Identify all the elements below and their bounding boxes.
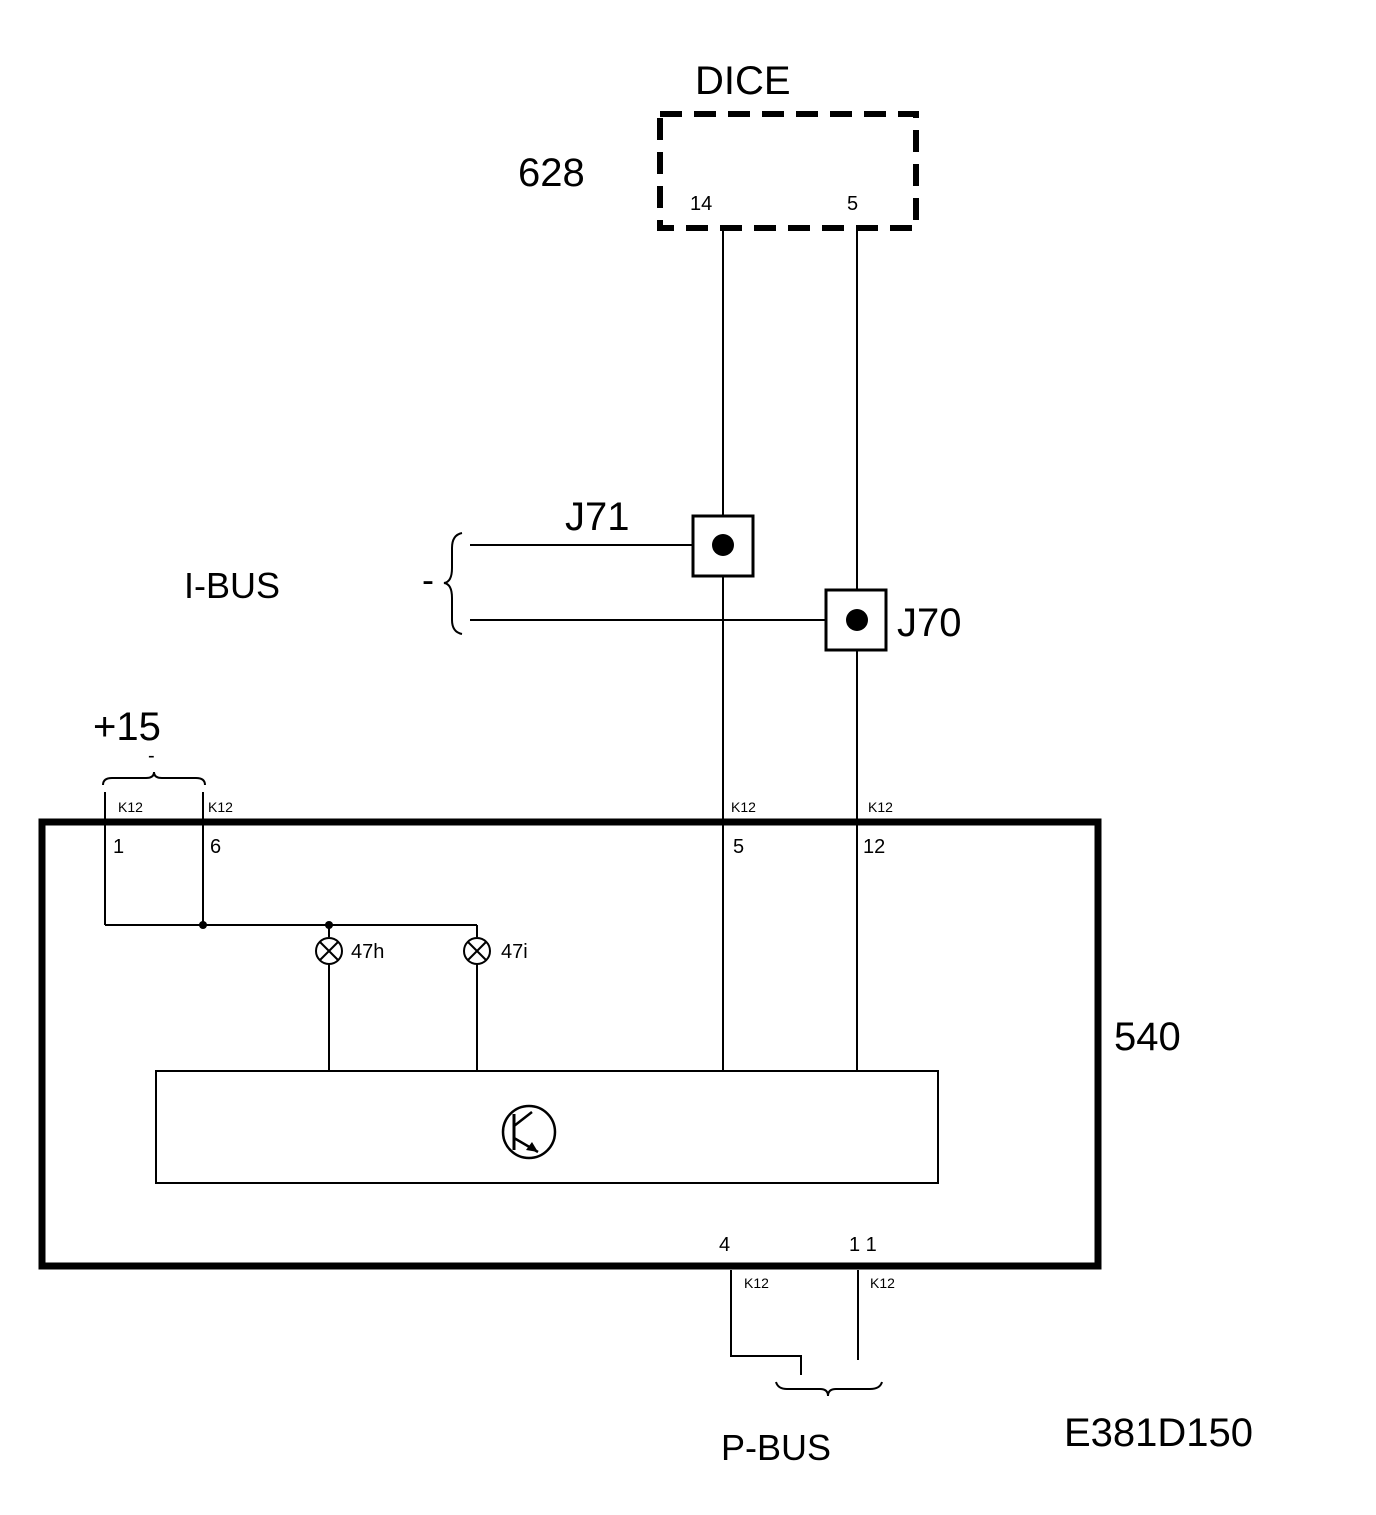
module-pin-6: 6 xyxy=(210,836,221,858)
connector-label-pin-1: K12 xyxy=(118,799,143,815)
connector-label-pin-11: K12 xyxy=(870,1275,895,1291)
ibus-brace xyxy=(443,532,463,635)
lamp-47i-icon xyxy=(463,937,491,965)
junction-j71-dot xyxy=(712,534,734,556)
ibus-minus: - xyxy=(422,559,434,600)
pbus-wire-pin-4 xyxy=(730,1270,802,1375)
connector-label-pin-6: K12 xyxy=(208,799,233,815)
dice-module-box xyxy=(657,111,919,231)
junction-j71-label: J71 xyxy=(565,495,630,539)
junction-dot-pin-6 xyxy=(199,921,207,929)
lamp-47h-icon xyxy=(315,937,343,965)
supply-label: +15 xyxy=(93,705,161,749)
dice-pin-5: 5 xyxy=(847,193,858,215)
electronics-block xyxy=(155,1070,939,1184)
module-pin-12: 12 xyxy=(863,836,885,858)
pbus-label: P-BUS xyxy=(721,1427,831,1468)
connector-label-pin-5: K12 xyxy=(731,799,756,815)
connector-label-pin-4: K12 xyxy=(744,1275,769,1291)
junction-j70-box xyxy=(824,588,888,652)
dice-pin-14: 14 xyxy=(690,193,712,215)
module-pin-1: 1 xyxy=(113,836,124,858)
module-540-box xyxy=(38,818,1102,1270)
lamp-47h-label: 47h xyxy=(351,941,384,963)
supply-minus: - xyxy=(148,745,155,767)
junction-j70-dot xyxy=(846,609,868,631)
module-pin-11: 1 1 xyxy=(849,1234,877,1256)
module-pin-5: 5 xyxy=(733,836,744,858)
pbus-brace xyxy=(775,1381,883,1397)
module-pin-4: 4 xyxy=(719,1234,730,1256)
connector-label-pin-12: K12 xyxy=(868,799,893,815)
module-number: 540 xyxy=(1114,1015,1181,1059)
junction-j70-label: J70 xyxy=(897,601,962,645)
lamp-47i-label: 47i xyxy=(501,941,528,963)
transistor-icon xyxy=(501,1104,557,1160)
dice-number: 628 xyxy=(518,151,585,195)
diagram-id: E381D150 xyxy=(1064,1411,1253,1455)
supply-brace xyxy=(102,771,206,786)
ibus-label: I-BUS xyxy=(184,565,280,606)
dice-title: DICE xyxy=(695,59,791,103)
